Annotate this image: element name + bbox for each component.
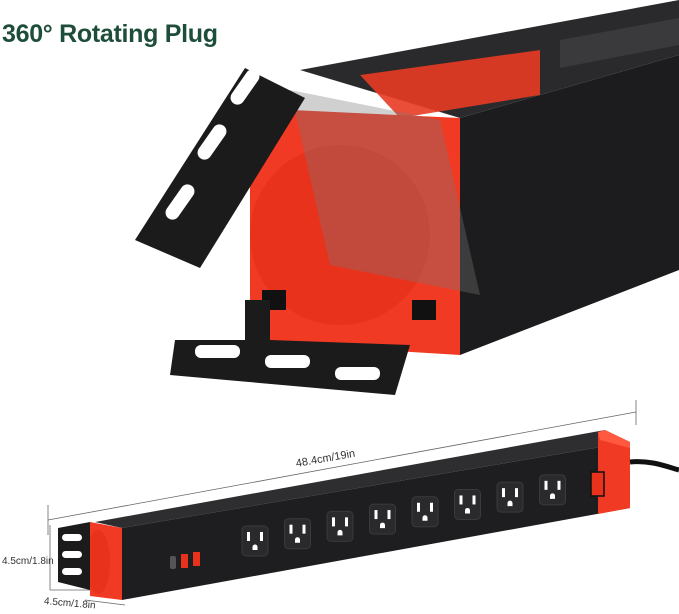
power-switch [590, 471, 605, 497]
outlet [539, 474, 566, 506]
rotating-plug-disc [250, 145, 430, 325]
outlet [241, 525, 269, 557]
outlet [496, 481, 524, 513]
closeup-power-strip [135, 0, 679, 395]
outlet [454, 488, 481, 520]
height-label: 4.5cm/1.8in [2, 556, 54, 567]
usb-ports [170, 552, 200, 569]
dimension-lines [47, 400, 637, 606]
mounting-bracket-tilted [135, 68, 305, 268]
headline: 360° Rotating Plug [2, 20, 218, 48]
power-cord [629, 459, 679, 473]
power-strip-full [58, 430, 679, 600]
right-end-cap [598, 432, 630, 514]
mounting-bracket-bottom [170, 300, 410, 395]
rotated-bracket-ghost [290, 90, 480, 295]
outlet [326, 510, 354, 542]
outlet [411, 496, 439, 528]
outlet [284, 518, 311, 550]
outlet [369, 503, 396, 535]
